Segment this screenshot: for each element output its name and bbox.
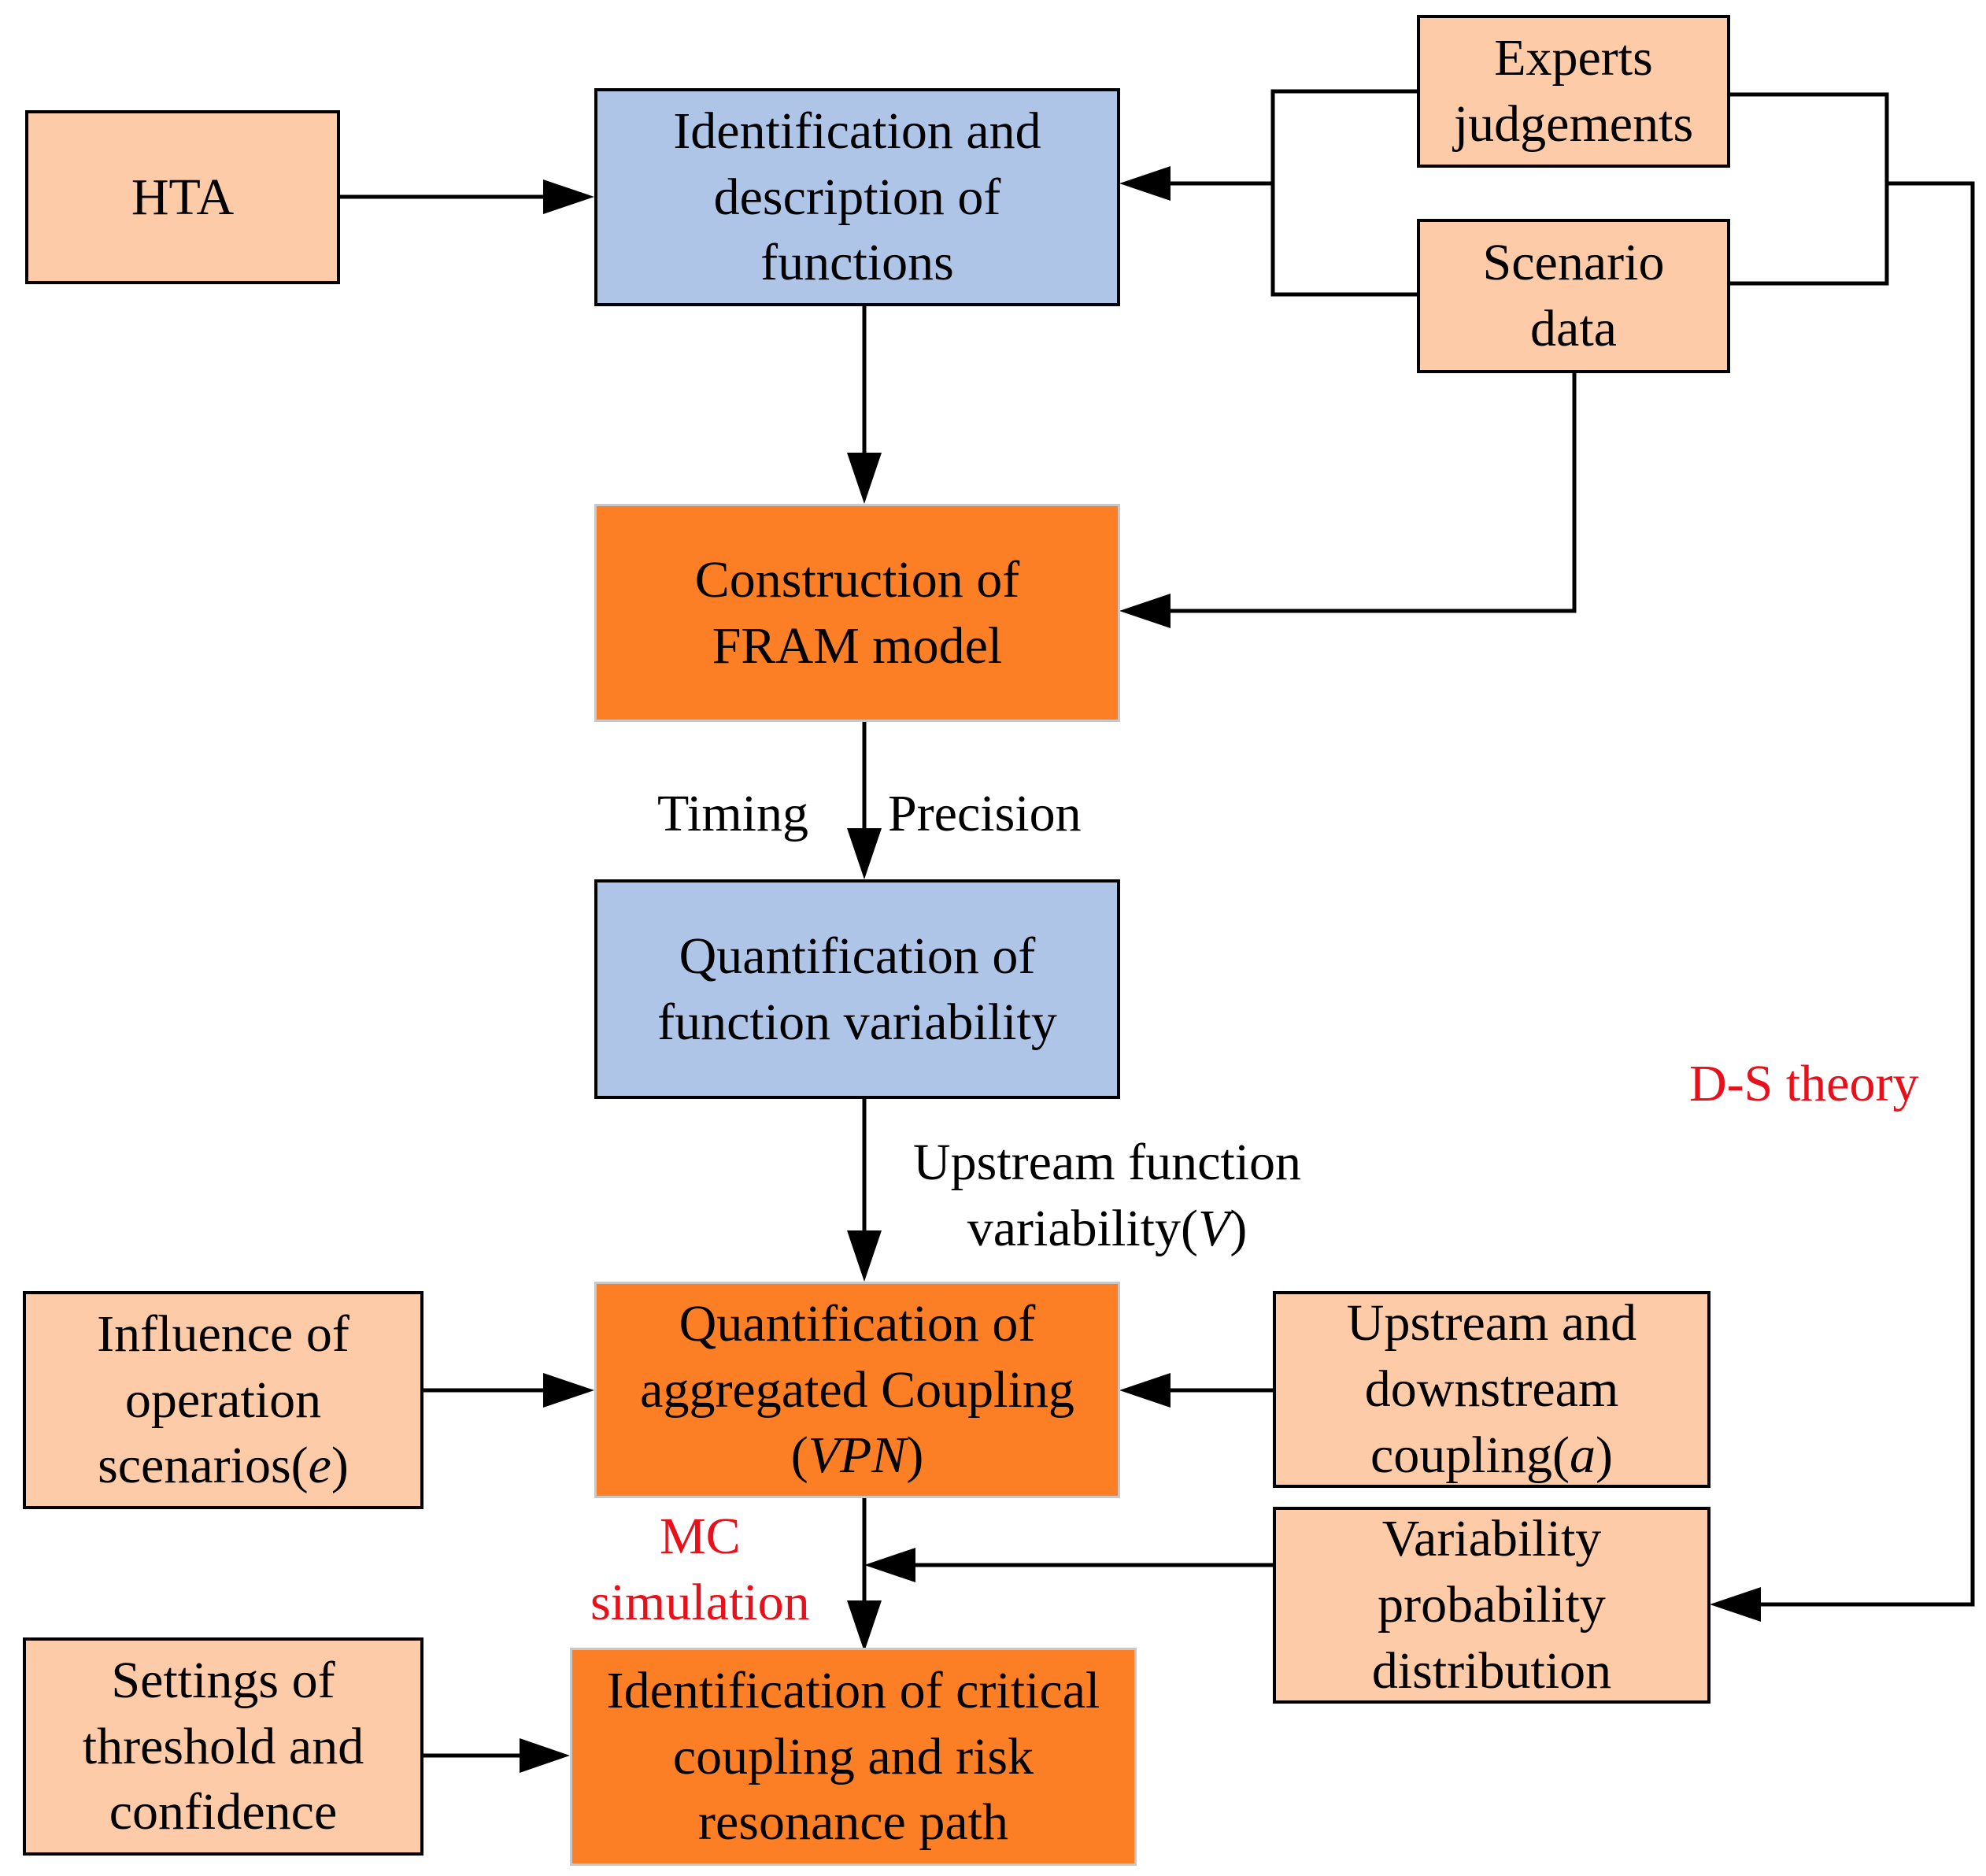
node-quant-coupling-line1: Quantification of: [679, 1294, 1036, 1352]
arrowhead-quantvar-quantcoupling: [847, 1230, 882, 1282]
node-identification: Identification and description of functi…: [594, 88, 1120, 306]
node-construction: Construction of FRAM model: [594, 504, 1120, 722]
node-quant-coupling-paren-close: ): [906, 1426, 924, 1485]
node-critical-line1: Identification of critical: [606, 1661, 1100, 1719]
node-varprob-line2: probability: [1378, 1576, 1606, 1634]
arrowhead-settings-critical: [520, 1738, 570, 1773]
node-influence-line2: operation: [124, 1371, 322, 1429]
node-hta: HTA: [25, 110, 340, 284]
node-identification-line2: description of: [713, 168, 1001, 226]
arrowhead-varprob-mc: [864, 1548, 915, 1582]
label-ds-theory: D-S theory: [1689, 1051, 1918, 1117]
label-upstream-line1: Upstream function: [913, 1134, 1302, 1191]
node-influence-paren-close: ): [331, 1437, 349, 1495]
label-upstream-paren-close: ): [1230, 1199, 1248, 1257]
node-experts-line1: Experts: [1494, 29, 1653, 87]
arrowhead-ds-varprob: [1710, 1587, 1761, 1622]
node-settings: Settings of threshold and confidence: [23, 1637, 423, 1856]
node-construction-line1: Construction of: [694, 550, 1020, 609]
node-quant-variability-line1: Quantification of: [679, 927, 1036, 985]
node-influence-line3: scenarios(: [98, 1437, 309, 1495]
node-updown-paren-close: ): [1595, 1426, 1613, 1484]
node-settings-line3: confidence: [109, 1783, 338, 1841]
node-settings-line1: Settings of: [111, 1651, 335, 1709]
node-scenario: Scenario data: [1417, 219, 1730, 373]
arrowhead-construction-quantvar: [847, 828, 882, 879]
node-identification-line3: functions: [760, 234, 954, 292]
label-ds-theory-text: D-S theory: [1689, 1055, 1919, 1112]
node-influence: Influence of operation scenarios(e): [23, 1291, 423, 1509]
node-experts-line2: judgements: [1453, 95, 1694, 153]
node-updown-line1: Upstream and: [1346, 1294, 1637, 1352]
node-scenario-line2: data: [1530, 300, 1617, 357]
node-varprob-line1: Variability: [1381, 1510, 1602, 1568]
edge-ds-theory: [1761, 181, 1975, 1607]
arrowhead-quantcoupling-critical: [847, 1600, 882, 1652]
edge-scenario-construction: [1171, 372, 1577, 613]
arrowhead-updown-quantcoupling: [1119, 1373, 1171, 1408]
label-upstream-line2: variability(: [967, 1199, 1198, 1257]
edge-bracket-right: [1729, 92, 1889, 286]
node-settings-line2: threshold and: [82, 1717, 364, 1775]
node-updown-line2: downstream: [1364, 1360, 1619, 1419]
node-construction-line2: FRAM model: [712, 616, 1003, 675]
node-scenario-line1: Scenario: [1482, 234, 1665, 292]
node-influence-var: e: [308, 1437, 331, 1495]
node-critical: Identification of critical coupling and …: [570, 1648, 1137, 1866]
node-updown-line3: coupling(: [1370, 1426, 1570, 1484]
arrowhead-scenario-construction: [1119, 594, 1171, 628]
label-upstream-variability: Upstream function variability(V): [913, 1130, 1301, 1262]
node-updown-var: a: [1569, 1426, 1596, 1484]
arrowhead-bracket-identification: [1119, 166, 1171, 201]
node-varprob-line3: distribution: [1371, 1641, 1612, 1700]
node-updown: Upstream and downstream coupling(a): [1273, 1291, 1710, 1488]
label-precision-text: Precision: [888, 785, 1082, 842]
label-timing: Timing: [657, 781, 808, 847]
node-quant-coupling-paren-open: (: [790, 1426, 808, 1485]
arrowhead-hta-identification: [543, 179, 594, 214]
node-influence-line1: Influence of: [97, 1304, 349, 1363]
node-experts: Experts judgements: [1417, 15, 1730, 168]
node-identification-line1: Identification and: [673, 102, 1041, 160]
edge-bracket-left: [1270, 89, 1417, 297]
label-upstream-var: V: [1197, 1199, 1230, 1257]
label-precision: Precision: [888, 781, 1082, 847]
label-mc-line1: MC: [659, 1508, 741, 1565]
node-varprob: Variability probability distribution: [1273, 1507, 1710, 1704]
node-quant-coupling-var: VPN: [808, 1426, 907, 1485]
arrowhead-influence-quantcoupling: [543, 1373, 594, 1408]
label-mc-simulation: MC simulation: [590, 1504, 810, 1636]
label-timing-text: Timing: [657, 785, 809, 842]
node-quant-variability-line2: function variability: [657, 993, 1057, 1051]
arrowhead-identification-construction: [847, 453, 882, 504]
node-critical-line3: resonance path: [698, 1793, 1008, 1852]
label-mc-line2: simulation: [590, 1573, 810, 1631]
node-quant-coupling: Quantification of aggregated Coupling (V…: [594, 1282, 1120, 1498]
node-critical-line2: coupling and risk: [672, 1727, 1034, 1785]
node-quant-coupling-line2: aggregated Coupling: [640, 1360, 1074, 1419]
node-hta-label: HTA: [131, 168, 235, 226]
node-quant-variability: Quantification of function variability: [594, 879, 1120, 1099]
